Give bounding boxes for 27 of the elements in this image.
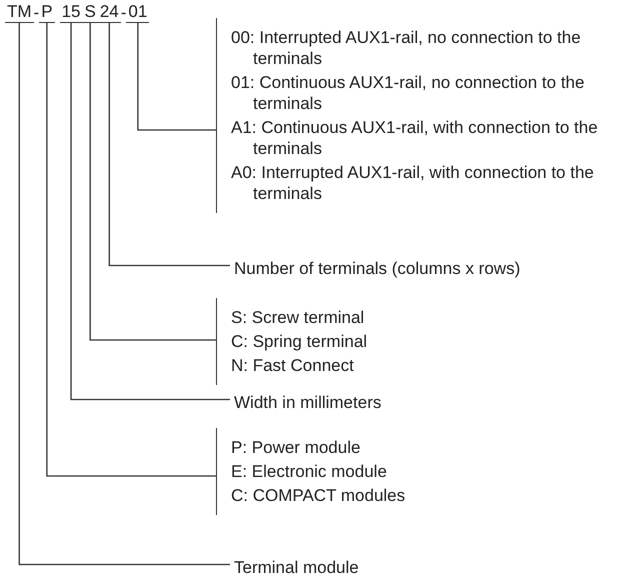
code-segment: 01 <box>126 2 150 23</box>
option-text: C: Spring terminal <box>231 331 368 352</box>
description-text: Number of terminals (columns x rows) <box>234 258 618 279</box>
option-text: A0: Interrupted AUX1-rail, with connection to the terminals <box>231 162 595 204</box>
leader-line <box>108 23 230 266</box>
code-segment: TM <box>5 2 34 23</box>
option-text: 00: Interrupted AUX1-rail, no connection to the terminals <box>231 27 582 69</box>
leader-line <box>18 23 230 566</box>
option-text: A1: Continuous AUX1-rail, with connection to the terminals <box>231 117 599 159</box>
option-text: P: Power module <box>231 437 362 458</box>
option-text: E: Electronic module <box>231 461 388 482</box>
leader-line <box>137 23 216 131</box>
description-text: Terminal module <box>234 557 618 578</box>
leader-line <box>46 23 216 477</box>
code-segment: 15 <box>60 2 82 23</box>
option-text: N: Fast Connect <box>231 355 355 376</box>
code-separator: - <box>34 3 40 23</box>
leader-line <box>70 23 230 400</box>
option-text: S: Screw terminal <box>231 307 366 328</box>
code-segment: P <box>39 2 55 23</box>
code-segment: S <box>82 2 98 23</box>
leader-line <box>90 23 216 341</box>
description-text: Width in millimeters <box>234 392 618 413</box>
option-text: C: COMPACT modules <box>231 485 406 506</box>
code-segment: 24 <box>98 2 121 23</box>
option-text: 01: Continuous AUX1-rail, no connection to the terminals <box>231 72 586 114</box>
code-separator: - <box>120 3 126 23</box>
